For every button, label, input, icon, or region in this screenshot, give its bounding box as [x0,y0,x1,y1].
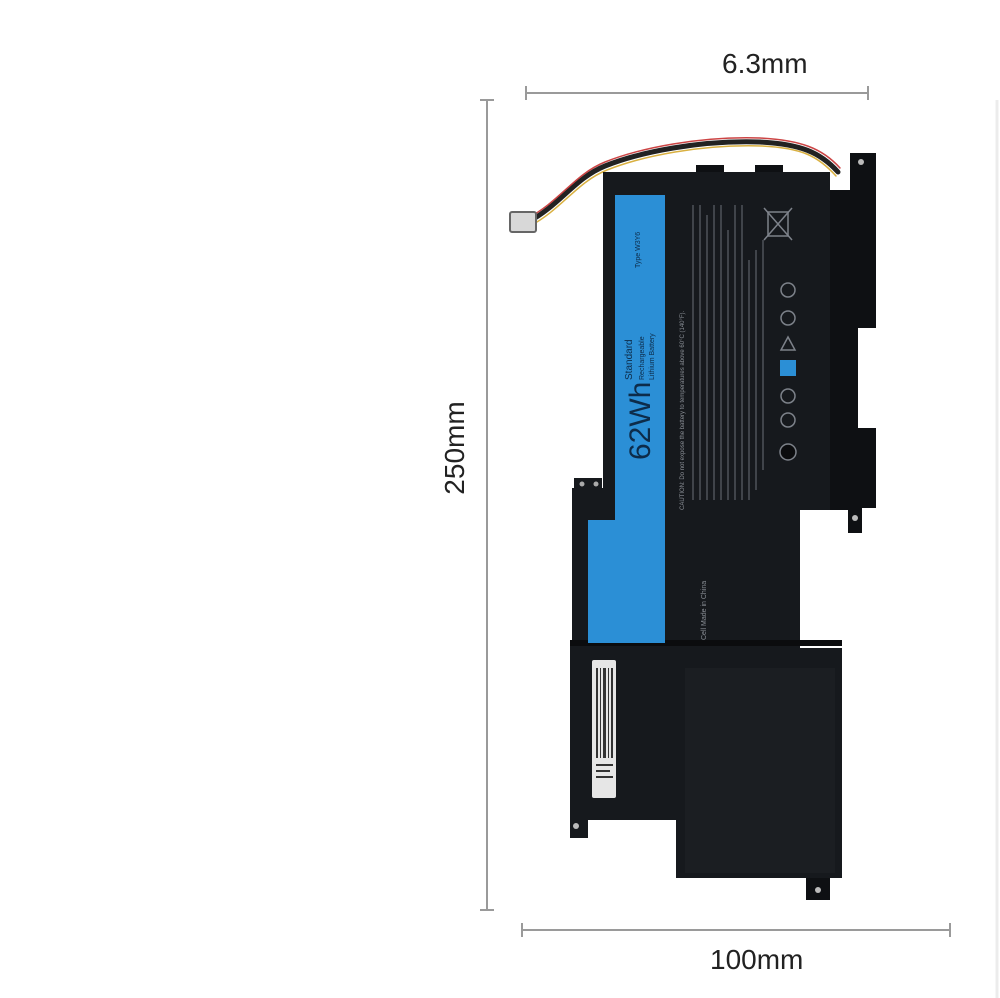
certification-icon [780,310,796,326]
kind-text: Rechargeable [639,336,646,380]
type-text: Type W3Y6 [635,232,642,268]
chemistry-text: Lithium Battery [649,333,656,380]
regulatory-icons [763,207,797,461]
recycle-icon [780,360,796,376]
barcode-sticker [592,660,616,798]
ce-mark-icon [780,282,796,298]
caution-text: CAUTION: Do not expose the battery to te… [680,310,686,510]
grade-text: Standard [624,339,635,380]
dimension-lines [480,86,951,937]
label-text-group: 62Wh [624,382,657,460]
width-dimension-label: 100mm [710,944,804,975]
thickness-dimension-label: 6.3mm [722,48,808,79]
blue-label [588,195,665,643]
warning-triangle-icon [779,335,797,351]
fc-mark-icon [780,388,796,404]
screw-hole-icon [779,443,797,461]
origin-text: Cell Made in China [701,581,708,640]
recycle-bin-icon [763,207,793,241]
capacity-text: 62Wh [624,382,657,460]
fine-print [692,205,764,500]
gs-mark-icon [780,412,796,428]
grade-text-group: Standard Rechargeable Lithium Battery [624,333,656,380]
cable-icon [509,137,841,233]
